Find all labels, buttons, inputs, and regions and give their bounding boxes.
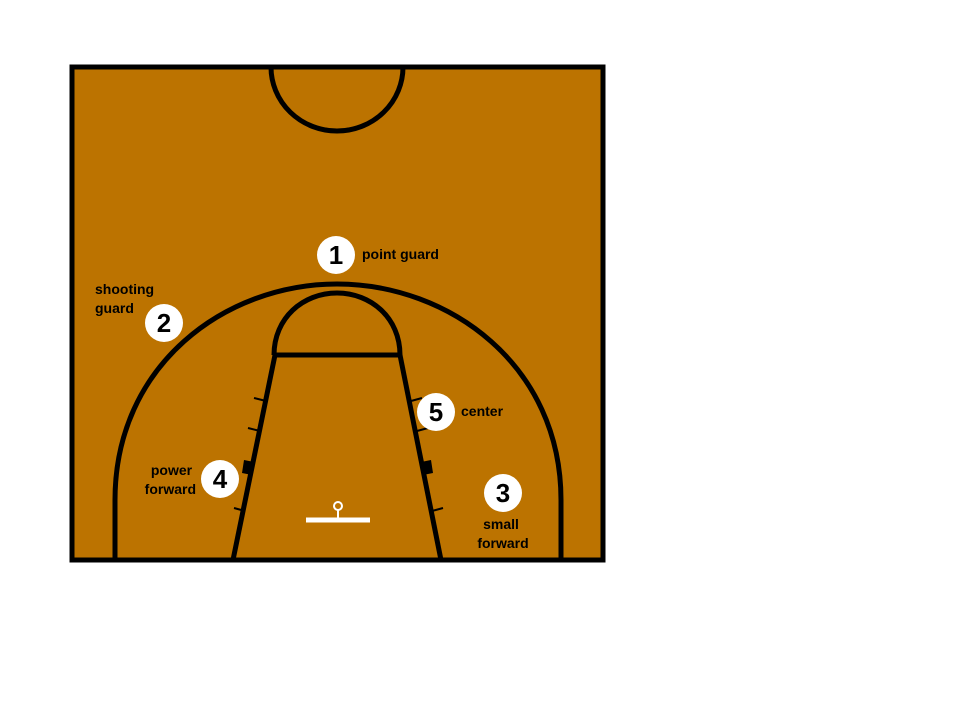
player-1-number: 1 (329, 240, 343, 270)
lane-line-left (230, 354, 278, 561)
lane-hash-marks (233, 397, 444, 512)
lane-block-right (421, 460, 433, 475)
player-2-label: shooting guard (95, 281, 158, 316)
lane-line-right (397, 354, 444, 561)
player-1-marker: 1 (317, 236, 355, 274)
free-throw-circle (271, 290, 403, 356)
player-5-number: 5 (429, 397, 443, 427)
player-3-label: small forward (477, 516, 528, 551)
rim (333, 501, 343, 511)
player-2-marker: 2 (145, 304, 183, 342)
player-5-label: center (461, 403, 504, 419)
player-4-number: 4 (213, 464, 228, 494)
player-4-label: power forward (145, 462, 196, 497)
center-circle (268, 66, 406, 134)
player-3-number: 3 (496, 478, 510, 508)
player-4-marker: 4 (201, 460, 239, 498)
lane-block-left (242, 460, 254, 475)
three-point-line (112, 281, 564, 560)
player-3-marker: 3 (484, 474, 522, 512)
player-2-number: 2 (157, 308, 171, 338)
player-5-marker: 5 (417, 393, 455, 431)
player-1-label: point guard (362, 246, 439, 262)
